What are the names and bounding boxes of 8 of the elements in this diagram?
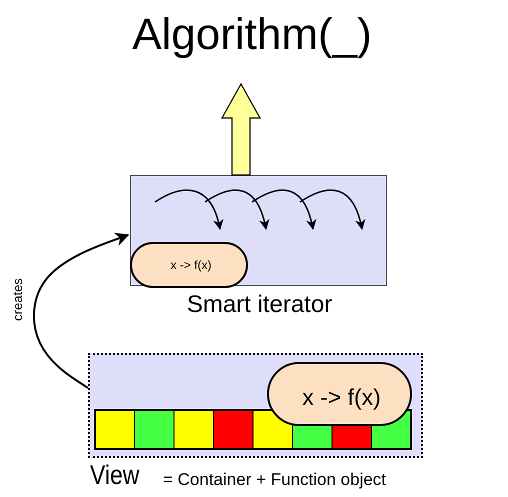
- function-label: x -> f(x): [301, 384, 382, 410]
- function-label: x -> f(x): [170, 259, 212, 273]
- box-title: View: [90, 460, 140, 492]
- algorithm-label: Algorithm(_): [131, 10, 373, 61]
- box-title: Smart iterator: [186, 291, 334, 319]
- function-pill: [267, 362, 412, 426]
- function-pill: [130, 242, 248, 288]
- node-label: = Container + Function object: [163, 470, 388, 490]
